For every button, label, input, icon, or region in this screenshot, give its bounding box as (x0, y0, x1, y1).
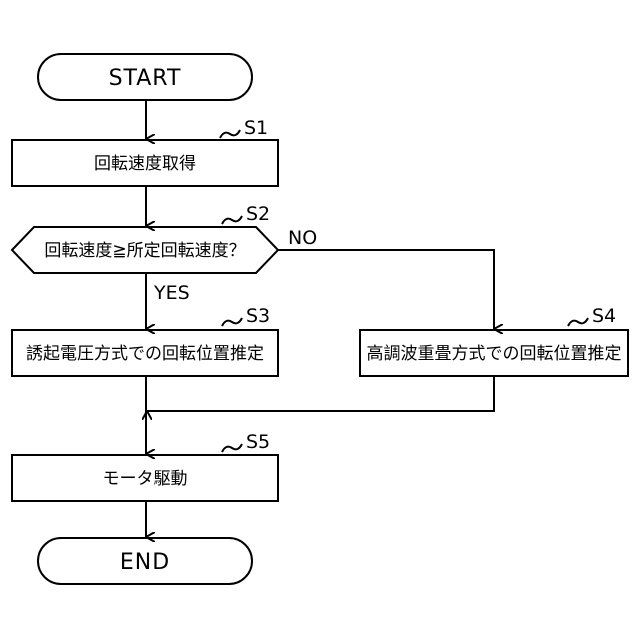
step-s2-text: 回転速度≧所定回転速度？ (44, 241, 245, 261)
step-s1-text: 回転速度取得 (94, 154, 196, 174)
arrow-s2-no-to-s4 (278, 250, 494, 329)
branch-no-label: NO (288, 227, 317, 249)
step-s5-text: モータ駆動 (103, 469, 188, 489)
step-s5-label: S5 (246, 431, 270, 453)
arrow-s4-merge (147, 376, 494, 411)
leader-s5 (222, 444, 242, 452)
step-s3-text: 誘起電圧方式での回転位置推定 (26, 344, 264, 364)
step-s4-label: S4 (592, 305, 616, 327)
step-s3-label: S3 (246, 305, 270, 327)
start-label: START (109, 66, 182, 91)
leader-s3 (222, 318, 242, 326)
leader-s4 (568, 318, 588, 326)
step-s4-text: 高調波重畳方式での回転位置推定 (367, 344, 622, 364)
end-label: END (120, 550, 170, 575)
branch-yes-label: YES (153, 282, 190, 304)
step-s2-label: S2 (246, 203, 270, 225)
leader-s2 (222, 216, 242, 224)
leader-s1 (220, 130, 240, 138)
step-s1-label: S1 (244, 117, 268, 139)
